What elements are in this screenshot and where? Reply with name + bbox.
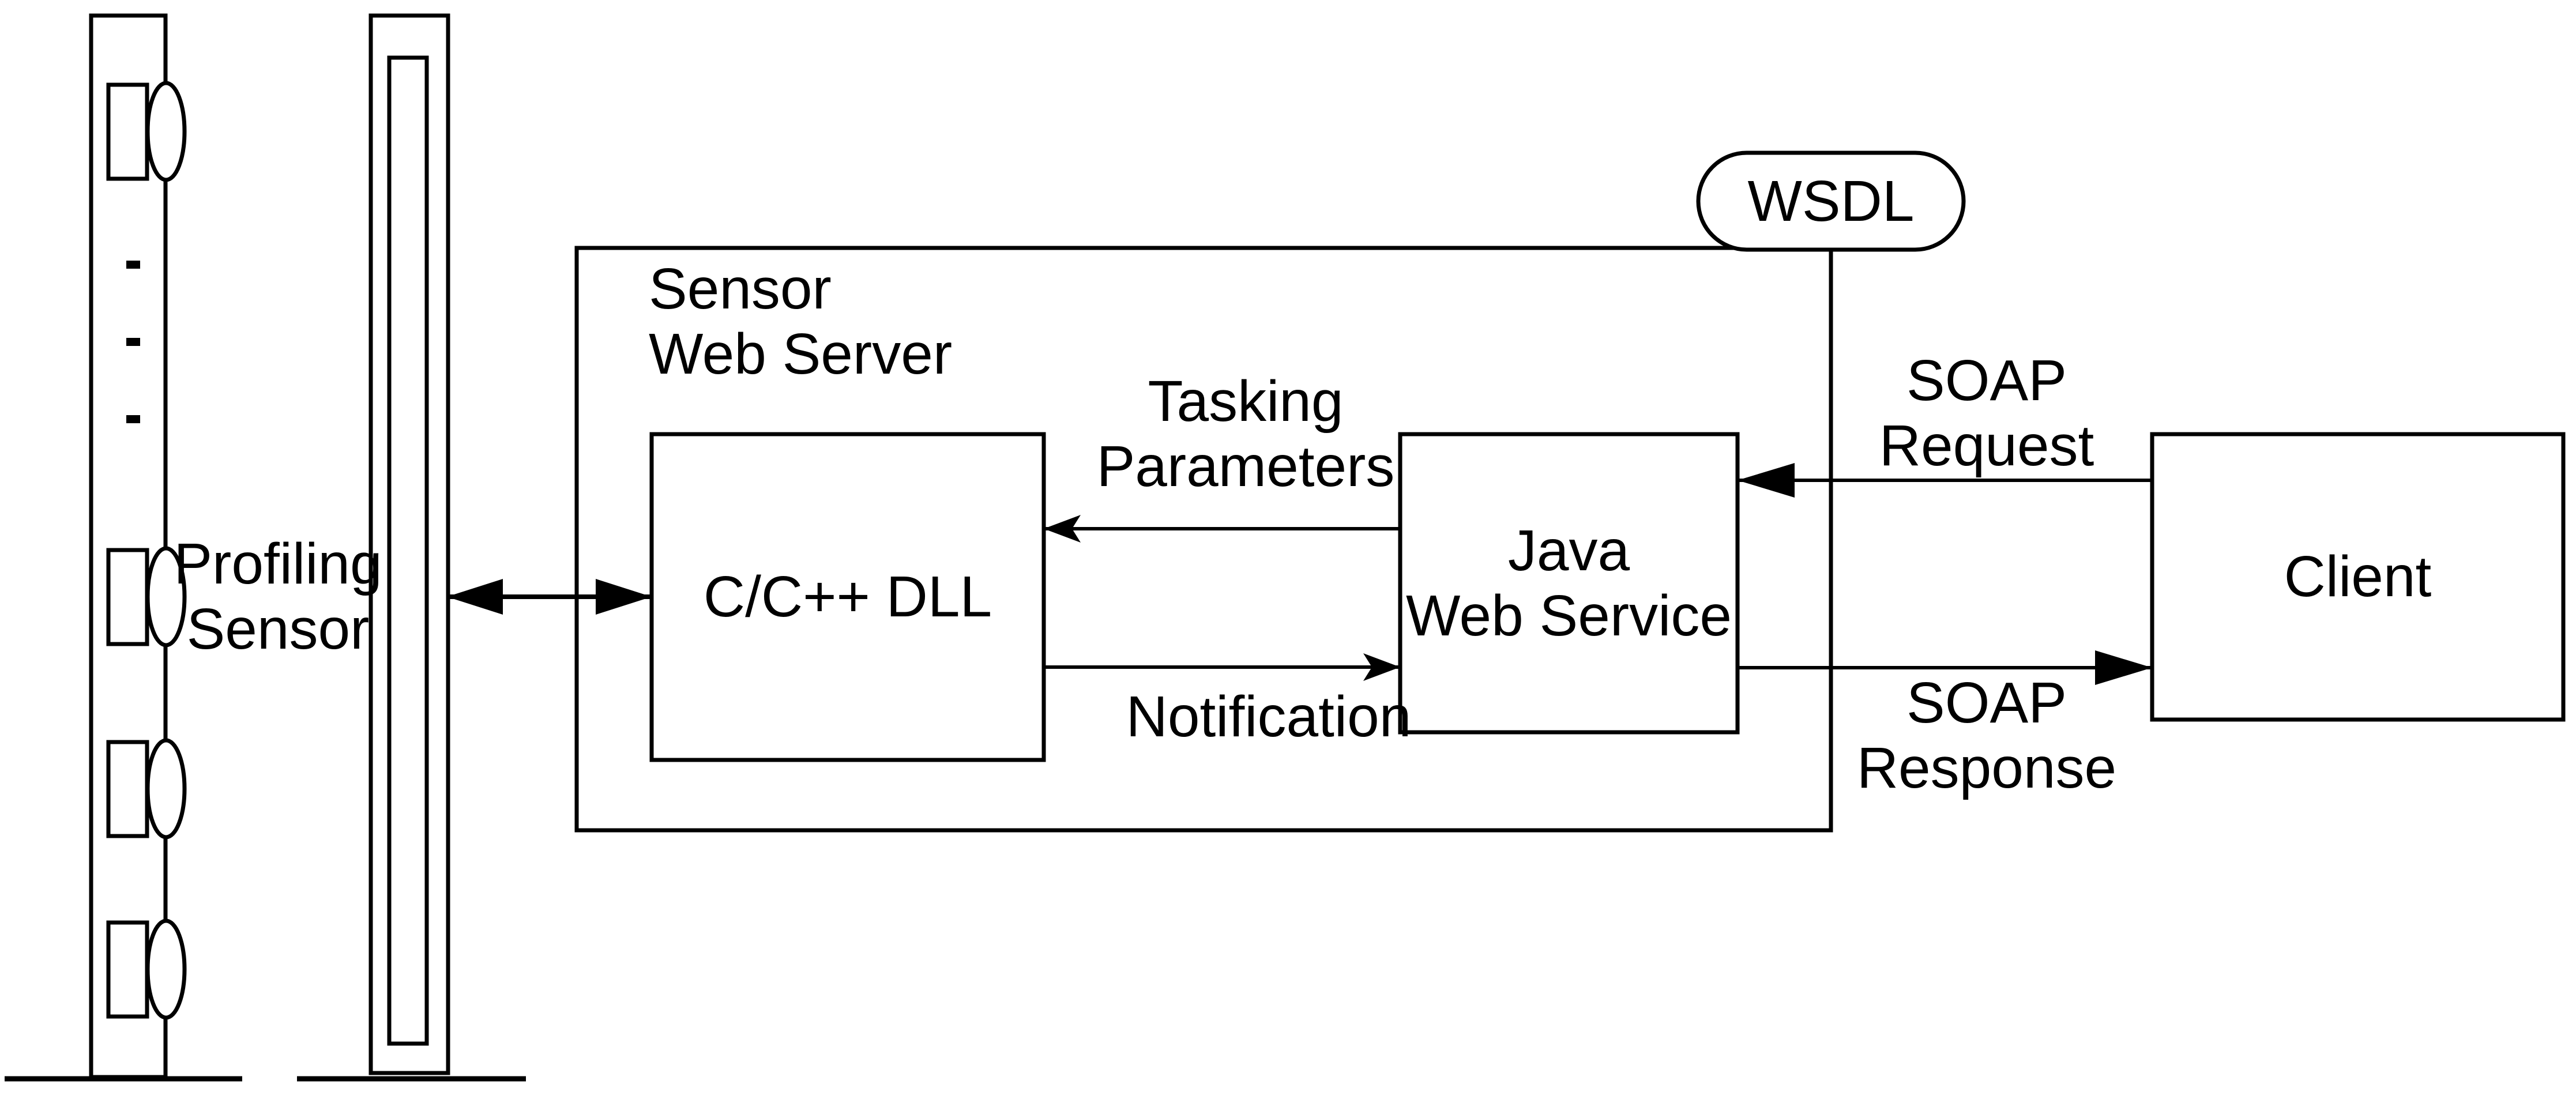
wsdl-label: WSDL	[1747, 168, 1915, 234]
ellipsis-dot-2	[126, 338, 140, 346]
soap-response-arrowhead	[2095, 650, 2152, 685]
sensor-lens-4	[145, 918, 187, 1020]
tasking-arrowhead	[1044, 515, 1081, 543]
c-dll-box	[649, 432, 1046, 762]
sensor-pole-left	[89, 13, 168, 1079]
notification-arrowhead	[1363, 653, 1400, 681]
sensor-web-server-label: Sensor Web Server	[649, 256, 953, 386]
c-dll-label: C/C++ DLL	[703, 564, 992, 629]
java-web-service-label: Java Web Service	[1405, 518, 1732, 648]
soap-response-label: SOAP Response	[1856, 671, 2117, 800]
sensor-dll-arrowhead-left	[447, 579, 503, 615]
notification-label: Notification	[1126, 684, 1412, 749]
java-web-service-box	[1398, 432, 1740, 735]
sensor-dll-arrowhead-right	[596, 579, 652, 615]
soap-request-arrowhead	[1738, 463, 1795, 498]
tasking-parameters-label: Tasking Parameters	[1096, 369, 1395, 499]
profiling-sensor-label: Profiling Sensor	[174, 532, 382, 661]
sensor-element-box-1	[106, 82, 149, 181]
sensor-lens-1	[145, 81, 187, 182]
client-box	[2150, 432, 2566, 722]
sensor-element-box-2	[106, 548, 149, 646]
ellipsis-dot-3	[126, 415, 140, 423]
sensor-mast-inner	[387, 55, 429, 1046]
client-label: Client	[2284, 544, 2432, 609]
ellipsis-dot-1	[126, 261, 140, 269]
sensor-element-box-4	[106, 920, 149, 1019]
sensor-lens-2	[145, 546, 187, 648]
sensor-element-box-3	[106, 740, 149, 838]
soap-request-label: SOAP Request	[1879, 348, 2094, 478]
sensor-lens-3	[145, 738, 187, 840]
wsdl-pill	[1696, 150, 1966, 252]
